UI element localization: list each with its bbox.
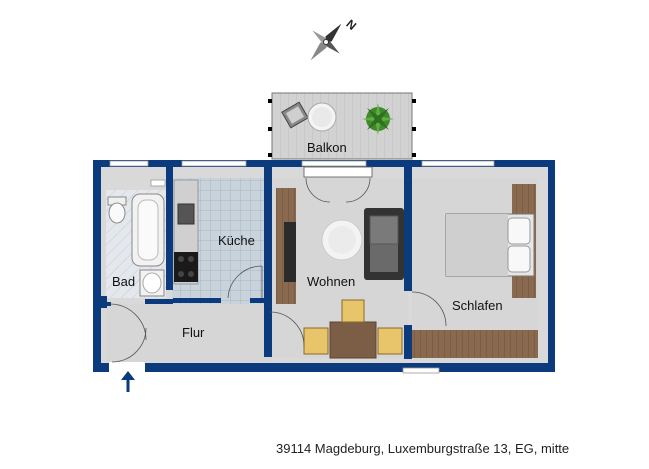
- windows: [109, 160, 495, 374]
- compass-rose-icon: N: [310, 17, 360, 61]
- room-label-living: Wohnen: [307, 274, 355, 289]
- sofa-icon: [364, 208, 404, 280]
- sink-icon: [139, 269, 165, 297]
- bedroom-sideboard: [412, 330, 538, 358]
- bed-icon: [445, 213, 535, 277]
- rug-icon: [321, 219, 363, 261]
- plant-icon: [362, 103, 394, 135]
- compass-north-label: N: [344, 17, 360, 33]
- dining-table-icon: [303, 299, 403, 359]
- lounge-chair-icon: [281, 101, 309, 129]
- bathtub-icon: [131, 193, 165, 267]
- entrance-arrow-icon: [121, 371, 135, 392]
- tv-icon: [284, 222, 296, 282]
- room-label-bath: Bad: [112, 274, 135, 289]
- address-caption: 39114 Magdeburg, Luxemburgstraße 13, EG,…: [276, 441, 570, 456]
- balcony: [268, 92, 416, 160]
- room-label-bedroom: Schlafen: [452, 298, 503, 313]
- toilet-icon: [107, 196, 127, 224]
- kitchen-counter: [173, 179, 199, 285]
- room-label-kitchen: Küche: [218, 233, 255, 248]
- entrance-door: [109, 362, 145, 372]
- round-table-icon: [307, 102, 337, 132]
- balcony-door: [303, 166, 373, 203]
- room-label-balcony: Balkon: [307, 140, 347, 155]
- room-label-hallway: Flur: [182, 325, 205, 340]
